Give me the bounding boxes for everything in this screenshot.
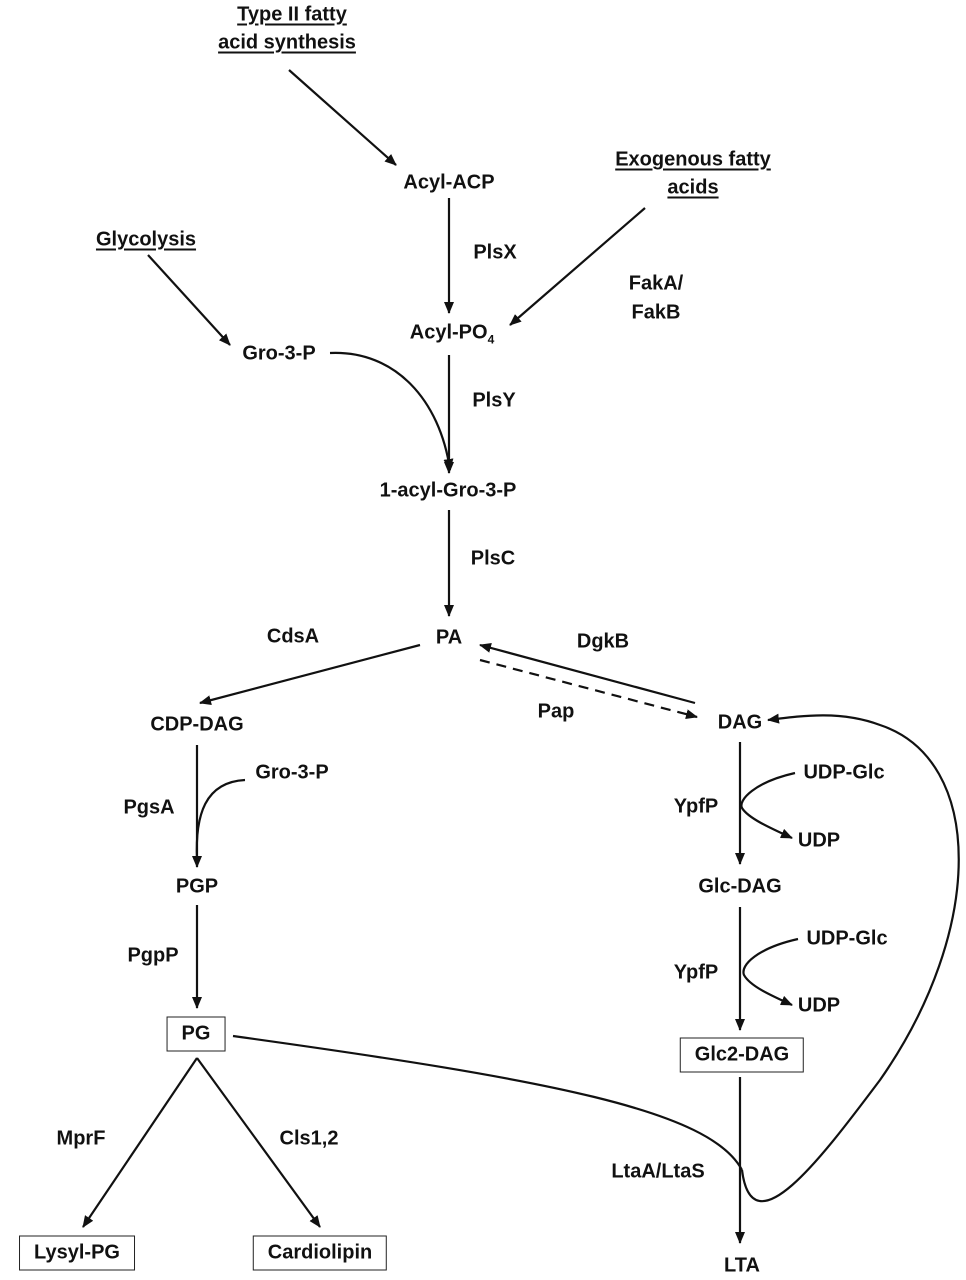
metabolite-cdp-dag: CDP-DAG bbox=[150, 713, 244, 736]
enzyme-plsx: PlsX bbox=[473, 241, 517, 264]
metabolite-1-acyl-gro3p: 1-acyl-Gro-3-P bbox=[379, 479, 517, 502]
arrow-udp-glc-udp-curve-1 bbox=[740, 771, 796, 840]
arrow-lta-to-dag-curve bbox=[740, 713, 960, 1203]
enzyme-pgpp: PgpP bbox=[127, 944, 179, 967]
arrow-glycolysis-to-gro3p bbox=[147, 254, 231, 346]
source-exogenous-fa-line2: acids bbox=[667, 176, 719, 199]
metabolite-acyl-acp: Acyl-ACP bbox=[403, 171, 495, 194]
metabolite-gro3p-top: Gro-3-P bbox=[242, 342, 316, 365]
metabolite-pa: PA bbox=[435, 626, 463, 649]
metabolite-lysyl-pg-box: Lysyl-PG bbox=[19, 1235, 135, 1271]
metabolite-pg-box: PG bbox=[166, 1016, 226, 1052]
metabolite-glc-dag: Glc-DAG bbox=[698, 875, 782, 898]
enzyme-pgsa: PgsA bbox=[123, 796, 175, 819]
metabolite-cardiolipin-box: Cardiolipin bbox=[252, 1235, 388, 1271]
enzyme-fak-line1: FakA/ bbox=[628, 272, 684, 295]
arrow-pg-to-lta-curve bbox=[232, 1034, 743, 1171]
arrow-gro3p-join-curve-2 bbox=[195, 778, 246, 861]
enzyme-plsc: PlsC bbox=[470, 547, 516, 570]
metabolite-udp-2: UDP bbox=[797, 994, 841, 1017]
metabolite-udp-glc-2: UDP-Glc bbox=[806, 927, 888, 950]
arrow-type2-to-acyl-acp bbox=[288, 69, 397, 166]
enzyme-dgkb: DgkB bbox=[576, 630, 630, 653]
acyl-po4-subscript: 4 bbox=[487, 332, 495, 347]
source-exogenous-fa-line1: Exogenous fatty bbox=[615, 148, 771, 171]
acyl-po4-base: Acyl-PO bbox=[409, 321, 488, 344]
arrow-pg-to-lysyl-pg bbox=[82, 1057, 198, 1228]
enzyme-fak-line2: FakB bbox=[631, 301, 681, 324]
enzyme-ltaa-ltas: LtaA/LtaS bbox=[611, 1160, 705, 1183]
source-type2-fas-line2: acid synthesis bbox=[218, 31, 356, 54]
enzyme-ypfp-2: YpfP bbox=[673, 961, 719, 984]
metabolite-dag: DAG bbox=[717, 711, 763, 734]
metabolite-gro3p-mid: Gro-3-P bbox=[255, 761, 329, 784]
metabolite-glc2-dag-box: Glc2-DAG bbox=[679, 1037, 805, 1073]
arrow-dag-to-pa bbox=[479, 643, 696, 705]
enzyme-cdsa: CdsA bbox=[266, 625, 320, 648]
enzyme-pap: Pap bbox=[537, 700, 575, 723]
enzyme-mprf: MprF bbox=[56, 1127, 106, 1150]
arrow-udp-glc-udp-curve-2 bbox=[742, 937, 799, 1007]
metabolite-lta: LTA bbox=[724, 1254, 760, 1277]
enzyme-plsy: PlsY bbox=[472, 389, 516, 412]
arrow-pg-to-cardiolipin bbox=[196, 1057, 321, 1228]
metabolite-acyl-po4: Acyl-PO4 bbox=[409, 321, 495, 347]
arrow-pa-to-cdp-dag bbox=[199, 643, 421, 706]
enzyme-cls: Cls1,2 bbox=[279, 1127, 339, 1150]
source-glycolysis: Glycolysis bbox=[95, 228, 197, 251]
metabolite-pgp: PGP bbox=[175, 875, 219, 898]
arrow-pa-to-dag-dashed bbox=[479, 658, 698, 720]
enzyme-ypfp-1: YpfP bbox=[673, 795, 719, 818]
arrow-exogenous-to-acyl-po4 bbox=[509, 207, 646, 326]
arrow-gro3p-join-curve bbox=[329, 351, 454, 471]
metabolite-udp-1: UDP bbox=[797, 829, 841, 852]
metabolite-udp-glc-1: UDP-Glc bbox=[803, 761, 885, 784]
source-type2-fas-line1: Type II fatty bbox=[237, 3, 347, 26]
